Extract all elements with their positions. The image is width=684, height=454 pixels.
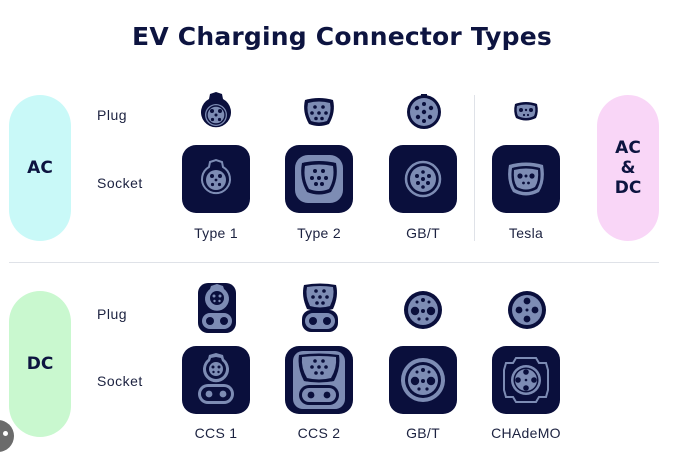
ccs2-socket-icon xyxy=(285,346,353,414)
type1-socket-icon xyxy=(182,145,250,213)
type1-plug-icon xyxy=(201,92,231,128)
chademo-label: CHAdeMO xyxy=(491,425,561,441)
type1-label: Type 1 xyxy=(194,225,238,241)
ccs2-plug-icon xyxy=(302,283,338,332)
tesla-label: Tesla xyxy=(508,225,544,241)
ac-socket-row-label: Socket xyxy=(97,175,143,191)
tesla-plug-icon xyxy=(514,102,538,121)
dc-plug-row-label: Plug xyxy=(97,306,128,322)
dc-group-label: DC xyxy=(9,291,71,437)
chademo-plug-icon xyxy=(508,291,546,329)
ac-group-label: AC xyxy=(9,95,71,241)
gbt-dc-label: GB/T xyxy=(406,425,440,441)
type2-socket-icon xyxy=(285,145,353,213)
ccs1-socket-icon xyxy=(182,346,250,414)
type2-label: Type 2 xyxy=(297,225,341,241)
type2-plug-icon xyxy=(304,98,334,126)
ccs1-label: CCS 1 xyxy=(194,425,238,441)
section-divider xyxy=(9,262,659,263)
gbt-dc-plug-icon xyxy=(404,291,442,329)
chademo-socket-icon xyxy=(492,346,560,414)
gbt-socket-icon xyxy=(389,145,457,213)
page-title: EV Charging Connector Types xyxy=(132,22,552,51)
ccs2-label: CCS 2 xyxy=(297,425,341,441)
gbt-dc-socket-icon xyxy=(389,346,457,414)
gbt-plug-icon xyxy=(407,94,441,129)
tesla-socket-icon xyxy=(492,145,560,213)
dc-socket-row-label: Socket xyxy=(97,373,143,389)
ac-dc-group-label: AC & DC xyxy=(597,95,659,241)
tesla-divider xyxy=(474,95,475,241)
corner-overlay-button[interactable] xyxy=(0,420,14,452)
gbt-ac-label: GB/T xyxy=(406,225,440,241)
ccs1-plug-icon xyxy=(198,283,236,333)
ac-plug-row-label: Plug xyxy=(97,107,128,123)
